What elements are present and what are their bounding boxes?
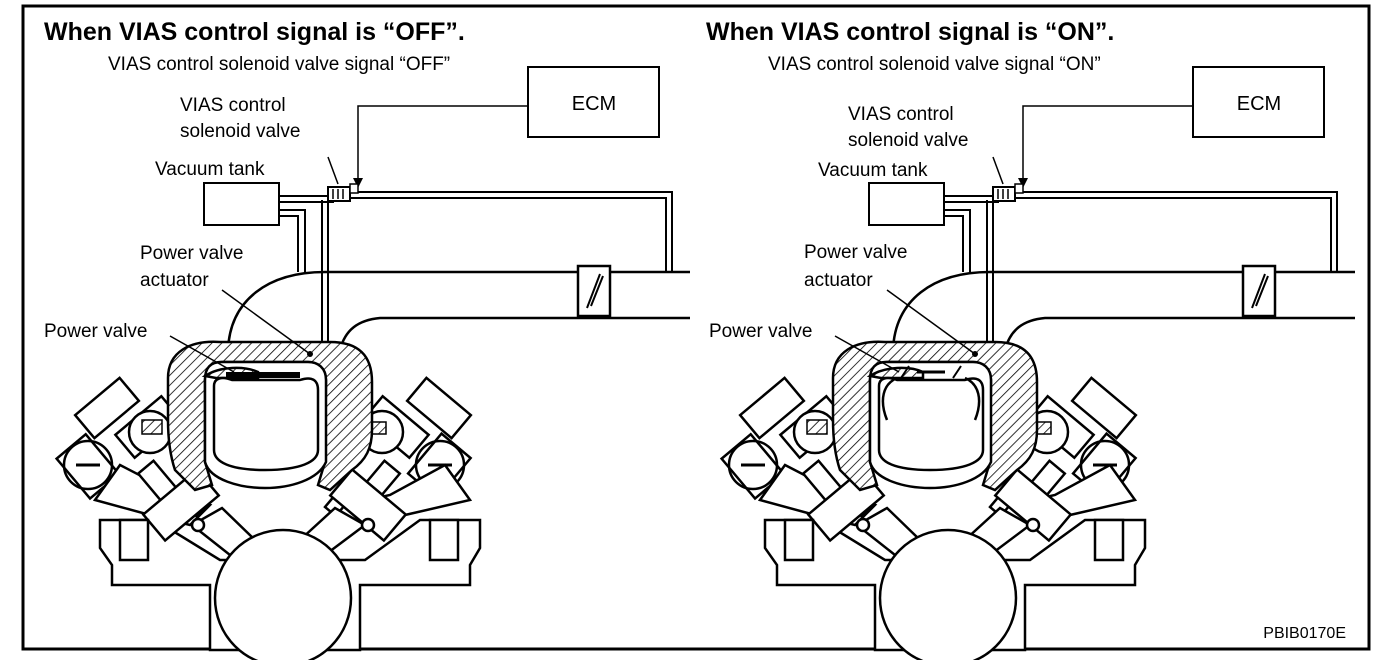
solenoid-label-line2: solenoid valve bbox=[848, 130, 968, 151]
power-valve-label: Power valve bbox=[44, 321, 148, 342]
panel-signal-on: When VIAS control signal is “ON”. VIAS c… bbox=[706, 18, 1357, 660]
signal-label: VIAS control solenoid valve signal “ON” bbox=[768, 54, 1101, 75]
actuator-label-line1: Power valve bbox=[804, 242, 908, 263]
panel-title: When VIAS control signal is “ON”. bbox=[706, 18, 1114, 46]
actuator-label-line2: actuator bbox=[804, 270, 873, 291]
vacuum-tank-label: Vacuum tank bbox=[155, 159, 265, 180]
solenoid-label-line2: solenoid valve bbox=[180, 121, 300, 142]
figure-code: PBIB0170E bbox=[1263, 625, 1346, 642]
power-valve-open bbox=[877, 365, 985, 472]
panel-signal-off: When VIAS control signal is “OFF”. VIAS … bbox=[44, 18, 692, 660]
ecm-label: ECM bbox=[1237, 93, 1281, 115]
panel-title: When VIAS control signal is “OFF”. bbox=[44, 18, 465, 46]
actuator-label-line1: Power valve bbox=[140, 243, 244, 264]
figure-frame bbox=[21, 4, 1371, 651]
power-valve-label: Power valve bbox=[709, 321, 813, 342]
solenoid-label-line1: VIAS control bbox=[848, 104, 954, 125]
solenoid-label-line1: VIAS control bbox=[180, 95, 286, 116]
vacuum-tank-label: Vacuum tank bbox=[818, 160, 928, 181]
actuator-label-line2: actuator bbox=[140, 270, 209, 291]
ecm-label: ECM bbox=[572, 93, 616, 115]
power-valve-closed bbox=[212, 372, 320, 472]
signal-label: VIAS control solenoid valve signal “OFF” bbox=[108, 54, 450, 75]
